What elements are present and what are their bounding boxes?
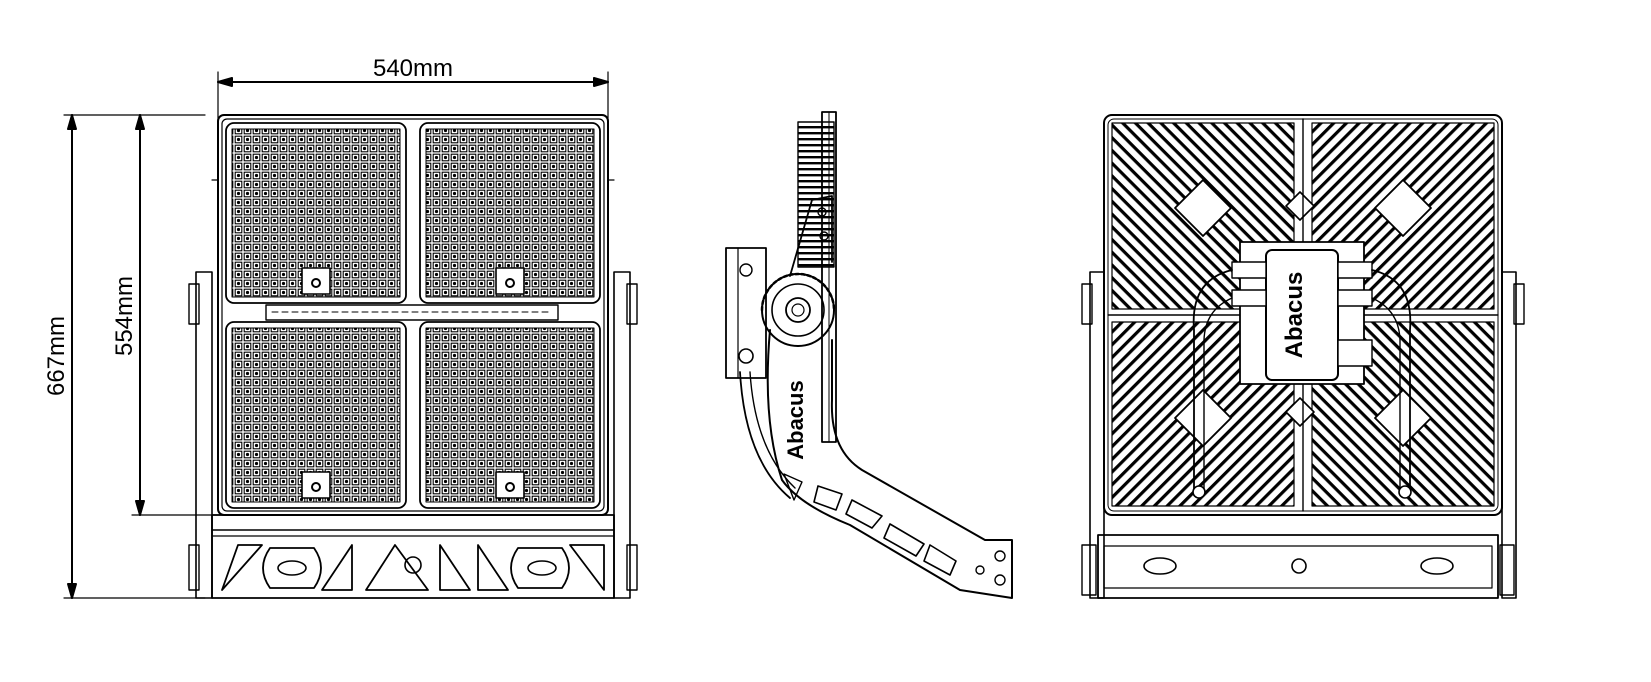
width-dimension: [217, 71, 609, 119]
side-view: [725, 111, 1013, 599]
led-module-top-right: [419, 122, 601, 304]
led-module-bottom-left: [225, 321, 407, 509]
front-view: [188, 114, 638, 599]
overall-height-dimension: [63, 114, 206, 599]
panel-height-dimension-label: 554mm: [111, 276, 138, 356]
rear-brand-logo: Abacus: [1281, 272, 1308, 359]
junction-box: [1231, 241, 1373, 385]
panel-height-dimension: [131, 114, 223, 516]
overall-height-dimension-label: 667mm: [43, 316, 70, 396]
width-dimension-label: 540mm: [373, 55, 453, 82]
rear-view: [1081, 114, 1525, 599]
side-brand-logo: Abacus: [783, 380, 808, 459]
front-bracket-base: [211, 514, 615, 599]
led-module-bottom-right: [419, 321, 601, 509]
led-module-top-left: [225, 122, 407, 304]
